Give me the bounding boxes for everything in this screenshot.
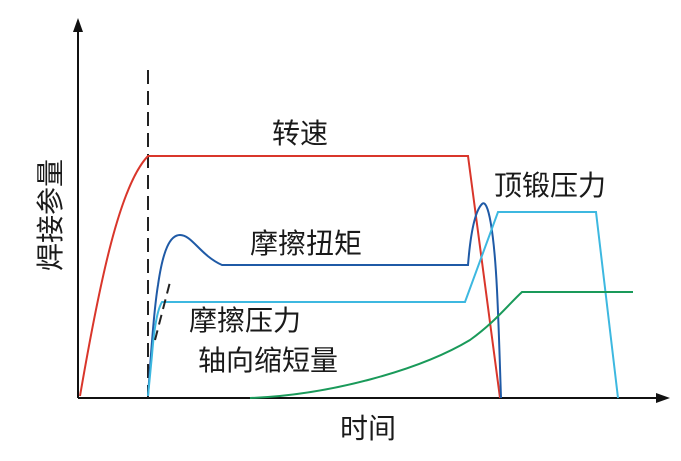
y-axis-label: 焊接参量 [34, 159, 67, 271]
x-axis-label: 时间 [340, 412, 396, 445]
x-axis-arrow [656, 393, 670, 403]
friction-torque-label: 摩擦扭矩 [250, 227, 362, 260]
pressure-ramp-dashed-line [154, 281, 171, 341]
upset-pressure-label: 顶锻压力 [494, 169, 606, 202]
friction-pressure-label: 摩擦压力 [189, 304, 301, 337]
axial-shortening-curve [249, 291, 633, 399]
rotation-speed-label: 转速 [272, 117, 328, 150]
pressure-curve [147, 211, 619, 399]
y-axis-arrow [73, 18, 83, 32]
friction-torque-curve [147, 202, 502, 399]
axes [73, 18, 670, 403]
axial-shortening-label: 轴向缩短量 [198, 344, 338, 377]
rotation-speed-curve [79, 155, 501, 399]
